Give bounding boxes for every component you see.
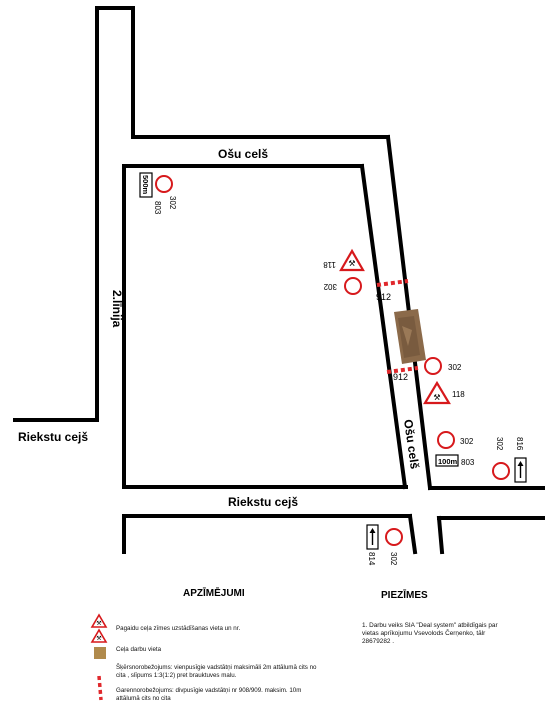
notes-text: 1. Darbu veiks SIA "Deal system" atbildī… [362,622,498,645]
svg-text:118: 118 [452,390,465,399]
road-edge-block-diagonal [359,163,408,490]
svg-text:814: 814 [367,552,376,566]
legend-item-signs: Pagaidu ceļa zīmes uzstādīšanas vieta un… [116,625,241,632]
legend-heading: APZĪMĒJUMI [183,588,245,599]
speed-limit-sign-302-upper-right: 302 [323,277,362,295]
street-label-2-linija: 2.līnija [110,290,124,328]
arrow-sign-816: 816 [514,437,527,483]
svg-text:302: 302 [495,437,504,451]
svg-text:912: 912 [376,292,391,302]
svg-text:803: 803 [461,458,475,467]
street-label-riekstu-left: Riekstu cejš [18,430,88,444]
legend-work-area-swatch-icon [94,647,106,659]
barrier-912-top: 912 [376,279,409,302]
speed-limit-sign-302-far-right: 302 [492,437,510,480]
road-edges [13,6,545,555]
street-label-osu-diagonal: Ošu celš [401,418,422,470]
plate-100m-sign: 100m 803 [435,454,475,467]
legend-barrier-icon [97,675,103,701]
svg-text:118: 118 [323,260,336,269]
warning-sign-118-right: ⚒ 118 [423,380,465,405]
legend-item-work-area: Ceļa darbu vieta [116,646,162,653]
svg-text:302: 302 [168,196,177,210]
svg-text:302: 302 [389,552,398,566]
road-edge-diagonal-lower-left [407,513,418,555]
arrow-sign-814: 814 [366,524,379,566]
street-label-riekstu-bottom: Riekstu cejš [228,495,298,509]
warning-sign-118-upper: ⚒ 118 [323,248,365,272]
svg-text:302: 302 [460,437,474,446]
legend-item-long-barrier: Garennorobežojums: divpusīgie vadstātņi … [116,687,302,702]
svg-text:⚒: ⚒ [96,635,102,642]
svg-text:912: 912 [393,372,408,382]
legend-warning-signs-icon: ⚒ ⚒ [90,613,108,643]
legend-item-cross-barrier: Šķērsnorobežojums: vienpusīgie vadstātņi… [116,664,317,679]
svg-text:803: 803 [153,201,162,215]
work-area-icon [394,309,426,364]
speed-limit-sign-302-bottom: 302 [385,528,403,566]
speed-limit-sign-302-mid-right: 302 [424,357,462,375]
svg-text:816: 816 [515,437,524,451]
plate-500m-sign: 500m 803 [139,172,162,215]
speed-limit-sign-302-upper-left: 302 [155,175,177,210]
speed-limit-sign-302-lower-right: 302 [437,431,474,449]
street-label-osu-top: Ošu celš [218,147,268,161]
svg-text:100m: 100m [438,457,458,466]
svg-text:⚒: ⚒ [348,259,355,268]
svg-text:302: 302 [448,363,462,372]
notes-heading: PIEZĪMES [381,590,428,601]
svg-text:500m: 500m [141,175,150,195]
barrier-912-bottom: 912 [386,366,419,382]
svg-text:302: 302 [323,282,337,291]
svg-text:⚒: ⚒ [96,620,102,627]
svg-text:⚒: ⚒ [433,393,440,402]
road-edge-diagonal-lower-right [436,515,445,555]
